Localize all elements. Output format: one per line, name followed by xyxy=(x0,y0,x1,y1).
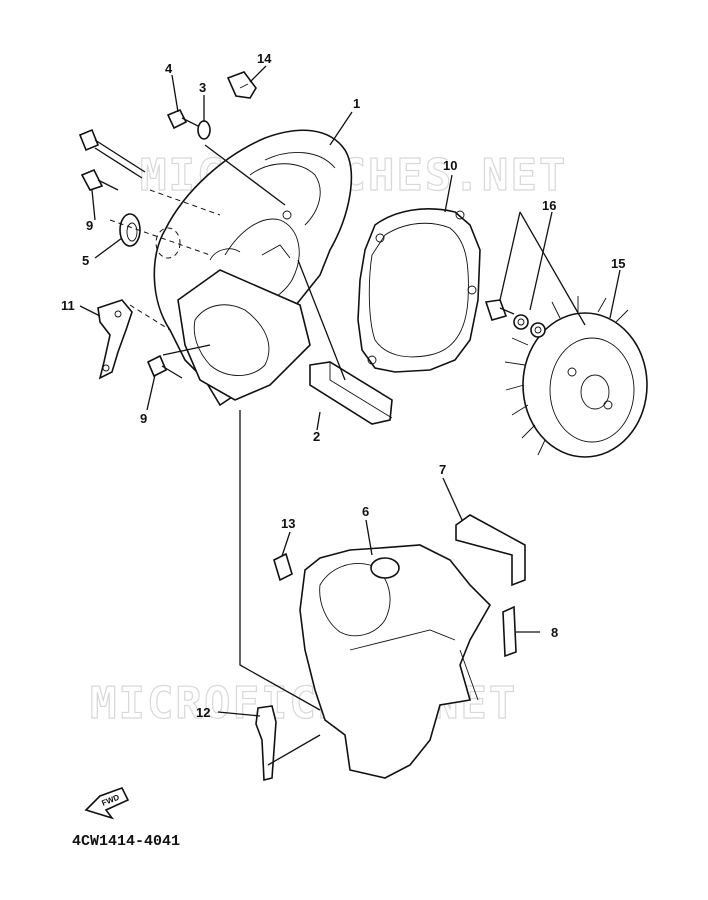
key-part xyxy=(309,361,393,425)
callout-6: 6 xyxy=(362,504,369,519)
clip-part xyxy=(255,705,277,782)
assembly-lines xyxy=(109,144,346,766)
callout-9-top: 9 xyxy=(86,218,93,233)
fan-housing-part xyxy=(153,129,353,407)
callout-10: 10 xyxy=(443,158,457,173)
gasket-part xyxy=(357,208,481,373)
callout-3: 3 xyxy=(199,80,206,95)
diagram-code: 4CW1414-4041 xyxy=(72,833,180,850)
callout-2: 2 xyxy=(313,429,320,444)
grommet-part xyxy=(273,552,293,582)
callout-9-bottom: 9 xyxy=(140,411,147,426)
washer-part xyxy=(484,299,546,338)
callout-7: 7 xyxy=(439,462,446,477)
callout-11: 11 xyxy=(61,298,75,313)
fwd-arrow-icon: FWD xyxy=(84,787,130,820)
callout-13: 13 xyxy=(281,516,295,531)
air-shroud-part xyxy=(299,544,491,779)
bracket-part xyxy=(97,299,133,380)
bolt-part-9-bottom xyxy=(146,354,183,379)
callout-16: 16 xyxy=(542,198,556,213)
fitting-part-14 xyxy=(226,71,257,99)
oil-seal-part xyxy=(119,213,141,247)
bolt-part-9-top xyxy=(80,168,119,191)
callout-5: 5 xyxy=(82,253,89,268)
callout-15: 15 xyxy=(611,256,625,271)
callout-12: 12 xyxy=(196,705,210,720)
leader-lines xyxy=(79,65,621,717)
callout-4: 4 xyxy=(165,61,173,76)
callout-14: 14 xyxy=(257,51,272,66)
rubber-block-part-8 xyxy=(502,605,517,658)
callout-1: 1 xyxy=(353,96,360,111)
callout-8: 8 xyxy=(551,625,558,640)
rubber-block-part-7 xyxy=(455,514,526,587)
flywheel-part xyxy=(504,296,648,458)
long-screw-part xyxy=(78,128,146,179)
